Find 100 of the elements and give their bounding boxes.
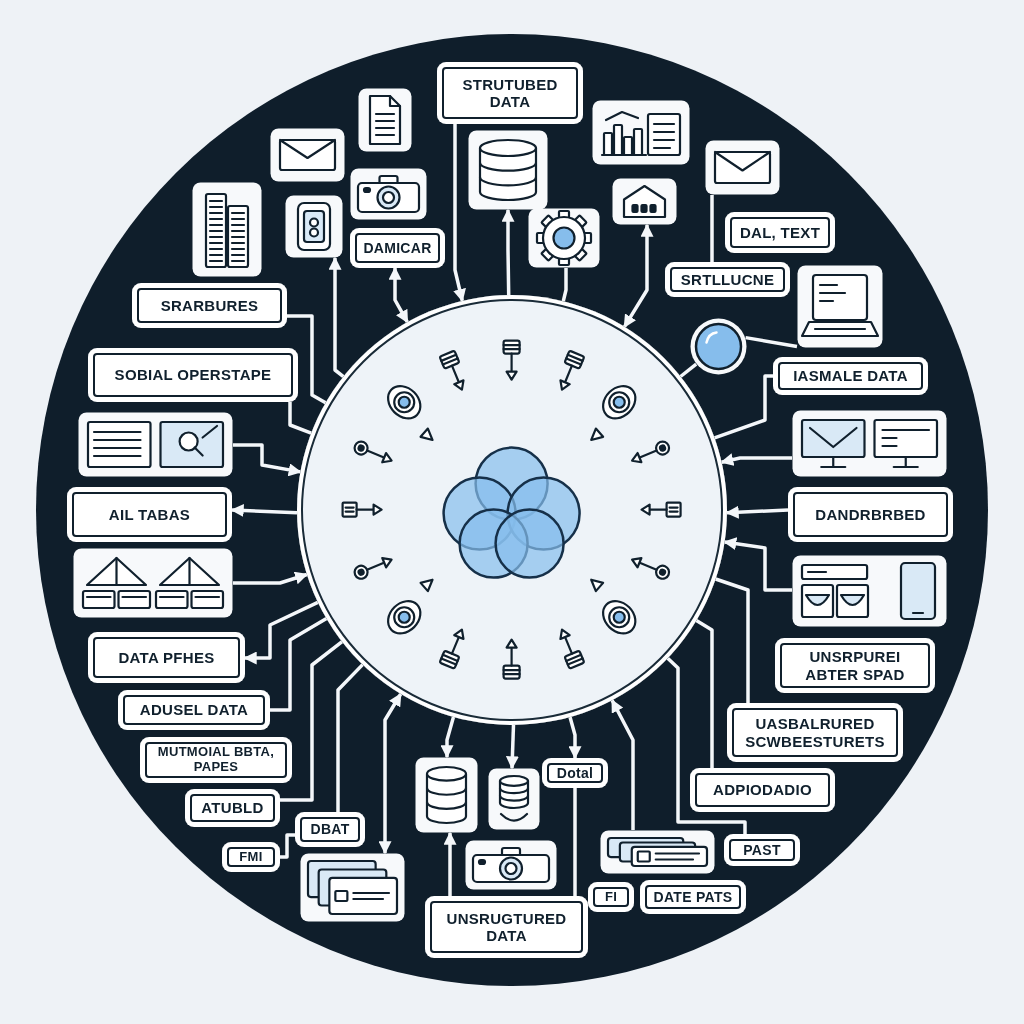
node-label: SRTLLUCNE xyxy=(680,270,775,289)
node-label: DATA PFHES xyxy=(118,648,215,667)
camera-icon xyxy=(465,840,557,890)
node-label: DBAT xyxy=(310,821,350,838)
envelope-icon xyxy=(705,140,780,195)
tablet-icon xyxy=(285,195,343,258)
label-box xyxy=(773,357,928,395)
label-box xyxy=(88,632,245,683)
document-icon xyxy=(358,88,412,152)
arrow xyxy=(233,571,309,585)
connector-line xyxy=(561,268,568,302)
label-box xyxy=(185,789,280,827)
node-label: DATE PATS xyxy=(653,888,733,906)
label-box xyxy=(118,690,270,730)
connector-line xyxy=(666,656,747,834)
arrow xyxy=(568,716,582,760)
arrow xyxy=(725,505,789,519)
node-label: UNSRPUREI ABTER SPAD xyxy=(804,648,906,683)
label-box xyxy=(425,896,588,958)
gear-icon xyxy=(528,208,600,268)
node-label: DAMICAR xyxy=(363,239,432,257)
arrow xyxy=(233,443,302,477)
label-box xyxy=(222,842,280,872)
connector-line xyxy=(745,335,798,349)
label-box xyxy=(788,487,953,542)
label-box xyxy=(437,62,583,124)
node-label: ATUBLD xyxy=(201,799,264,817)
arrow xyxy=(243,600,319,665)
arrow xyxy=(440,716,456,759)
label-box xyxy=(295,812,365,847)
arrow xyxy=(328,256,345,378)
database-icon xyxy=(415,757,478,833)
arrow xyxy=(610,699,635,830)
label-box xyxy=(542,758,608,788)
arrow xyxy=(723,537,792,592)
node-label: MUTMOIAL BBTA, PAPES xyxy=(156,745,276,775)
label-box xyxy=(775,638,935,693)
document-search-icon xyxy=(78,412,233,477)
node-label: ADUSEL DATA xyxy=(139,701,249,719)
node-label: STRUTUBED DATA xyxy=(461,75,559,111)
connector-line xyxy=(336,663,364,812)
connector-line xyxy=(280,640,344,802)
database-user-icon xyxy=(488,768,540,830)
connector-line xyxy=(280,833,295,859)
label-box xyxy=(665,262,790,297)
label-box xyxy=(132,283,287,328)
envelope-icon xyxy=(270,128,345,182)
label-box xyxy=(640,880,746,914)
node-label: DANDRBRBED xyxy=(815,505,926,524)
label-box xyxy=(140,737,292,783)
circle-node xyxy=(690,318,747,375)
arrow xyxy=(505,724,519,770)
double-arrow xyxy=(378,692,403,855)
label-box xyxy=(727,703,903,762)
files-stack-icon xyxy=(300,853,405,922)
database-icon xyxy=(468,130,548,210)
bar-chart-folder-icon xyxy=(592,100,690,165)
label-box xyxy=(724,834,800,866)
connector-line xyxy=(710,195,714,262)
label-box xyxy=(88,348,298,402)
label-box xyxy=(350,228,445,268)
node-label: UASBALRURED SCWBEESTURETS xyxy=(744,715,886,750)
arrow xyxy=(501,208,515,296)
house-icon xyxy=(612,178,677,225)
node-label: SRARBURES xyxy=(160,296,259,315)
double-arrow xyxy=(388,266,409,324)
connector-line xyxy=(270,617,328,712)
label-box xyxy=(690,768,835,812)
node-label: IASMALE DATA xyxy=(793,367,908,385)
node-label: Dotal xyxy=(556,764,594,782)
laptop-icon xyxy=(797,265,883,348)
hierarchy-icon xyxy=(73,548,233,618)
arrow xyxy=(443,831,457,896)
monitors-icon xyxy=(792,410,947,477)
double-arrow xyxy=(622,223,654,328)
connector-line xyxy=(715,577,750,703)
arrow xyxy=(453,124,466,303)
node-label: SOBIAL OPERSTAPE xyxy=(114,366,272,384)
label-box xyxy=(588,882,634,912)
devices-icon xyxy=(792,555,947,627)
label-box xyxy=(67,487,232,542)
connector-line xyxy=(695,619,714,768)
connector-line xyxy=(287,314,327,405)
node-label: PAST xyxy=(743,841,781,859)
arrow xyxy=(720,453,792,466)
arrow xyxy=(230,504,298,517)
node-label: UNSRUGTURED DATA xyxy=(445,909,568,945)
connector-line xyxy=(288,402,312,435)
connector-line xyxy=(573,788,577,896)
node-label: FI xyxy=(604,889,618,905)
connector-line xyxy=(679,362,698,378)
node-label: ADPIODADIO xyxy=(713,781,812,799)
building-icon xyxy=(192,182,262,277)
node-label: DAL, TEXT xyxy=(739,223,821,242)
node-label: AIL TABAS xyxy=(108,505,191,524)
label-box xyxy=(725,212,835,253)
node-label: FMI xyxy=(239,849,263,865)
camera-icon xyxy=(350,168,427,220)
connector-line xyxy=(714,374,773,440)
files-stack-icon xyxy=(600,830,715,874)
